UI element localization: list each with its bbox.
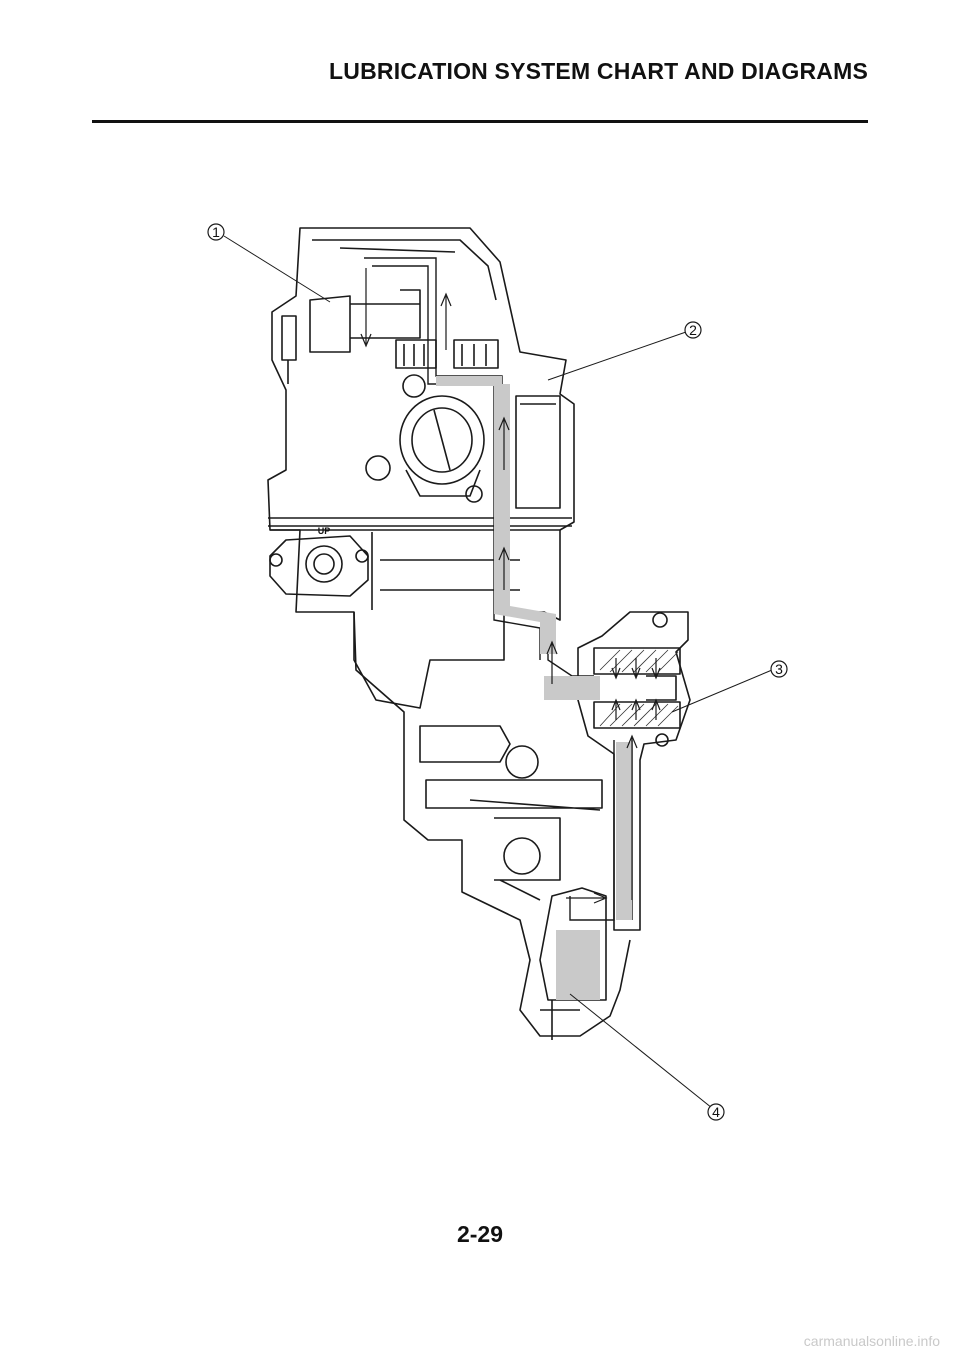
cylinder-block	[270, 529, 561, 709]
oil-channel-main	[494, 384, 556, 654]
callout-circle-2	[684, 321, 702, 339]
flow-arrow-6	[626, 734, 638, 900]
intake-port-inner	[411, 407, 473, 473]
flow-arrow-2	[440, 292, 452, 350]
filter-hatch-top	[599, 649, 679, 673]
head-right-housing	[515, 395, 561, 509]
filter-hatch-bottom	[599, 703, 679, 727]
mount-bolt	[305, 545, 343, 583]
filter-element-top	[593, 647, 681, 675]
crankshaft	[425, 779, 603, 811]
crank-bearing-1	[505, 745, 539, 779]
callout-leader-3	[671, 669, 773, 713]
callout-3: 3	[775, 661, 783, 677]
oil-channel-filter	[544, 676, 600, 700]
crankcase-left	[353, 611, 631, 1037]
flow-arrow-4	[498, 546, 510, 590]
callout-1: 1	[212, 224, 220, 240]
flow-arrow-9	[611, 698, 661, 720]
camshaft-area	[309, 289, 421, 353]
callout-leader-4	[569, 993, 713, 1109]
page-number: 2-29	[456, 1221, 504, 1247]
cylinder-head-outline	[267, 227, 575, 531]
filter-cover-bolt	[652, 612, 668, 628]
head-gasket	[268, 517, 572, 527]
flow-arrow-5	[546, 640, 558, 684]
valve-spring-left	[395, 339, 437, 369]
callout-4: 4	[712, 1104, 720, 1120]
flow-arrow-3	[498, 416, 510, 470]
oil-return-passage	[569, 740, 615, 921]
oil-channel-pump	[556, 930, 600, 1000]
filter-spring	[646, 675, 677, 701]
callout-leader-1	[223, 235, 331, 303]
callout-circle-1	[207, 223, 225, 241]
rocker-pivot	[402, 374, 426, 398]
head-bolt	[365, 455, 391, 481]
intake-throttle	[405, 409, 481, 497]
callout-leader-2	[547, 331, 687, 381]
callout-circle-3	[770, 660, 788, 678]
filter-cover-bolt-2	[655, 733, 669, 747]
callout-2: 2	[689, 322, 697, 338]
watermark[interactable]: carmanualsonline.info	[803, 1333, 940, 1349]
crank-web	[494, 817, 561, 901]
valve-spring-right	[453, 339, 499, 369]
filter-element-bottom	[593, 701, 681, 729]
engine-mount	[269, 535, 369, 597]
flow-arrow-7	[566, 892, 608, 904]
up-stamp: UP	[318, 526, 331, 536]
oil-channel-return	[616, 742, 632, 920]
flow-arrow-1	[360, 268, 372, 348]
header-rule	[92, 120, 868, 123]
mount-hole-right	[355, 549, 369, 563]
oil-pump-shaft	[540, 1000, 580, 1040]
crankcase-bevel	[419, 725, 511, 763]
page-title: LUBRICATION SYSTEM CHART AND DIAGRAMS	[329, 58, 868, 84]
head-cover-top	[312, 239, 497, 301]
cam-chain-side	[281, 315, 297, 384]
callout-circle-4	[707, 1103, 725, 1121]
valve-stem-right	[461, 344, 487, 366]
oil-pump-body	[539, 887, 607, 1001]
flow-arrow-8	[611, 658, 661, 680]
filter-cover	[577, 611, 691, 931]
oil-channel-head-top	[436, 376, 502, 386]
mount-bolt-inner	[313, 553, 335, 575]
crank-bearing-2	[503, 837, 541, 875]
valve-stem-left	[403, 344, 425, 366]
head-bolt-2	[465, 485, 483, 503]
intake-port	[399, 395, 485, 485]
mount-hole-left	[269, 553, 283, 567]
